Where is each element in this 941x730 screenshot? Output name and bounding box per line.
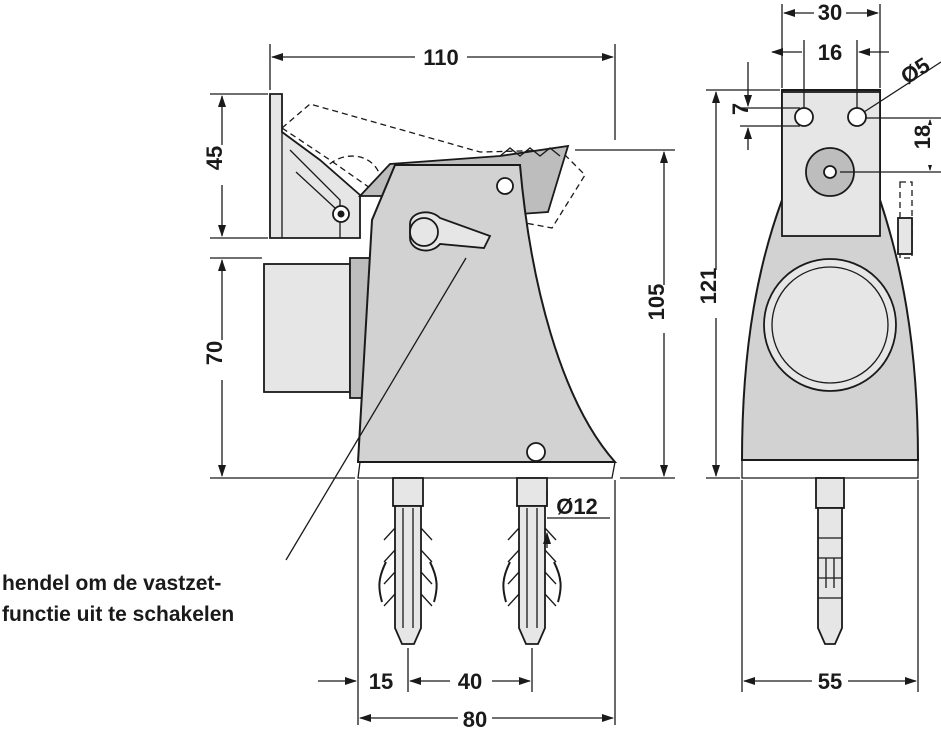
caption-line-1: hendel om de vastzet- xyxy=(2,572,222,595)
dim-7: 7 xyxy=(728,103,753,115)
dim-80: 80 xyxy=(463,707,487,730)
dimension-labels: 110 45 70 105 121 30 16 7 Ø5 18 Ø12 15 4… xyxy=(202,0,935,730)
door-stop-side-view xyxy=(263,93,618,479)
dim-15: 15 xyxy=(369,669,393,694)
dim-70: 70 xyxy=(202,341,227,365)
wall-plug-icon xyxy=(378,477,562,645)
door-stop-front-view xyxy=(740,89,920,645)
dim-121: 121 xyxy=(696,268,721,305)
dim-18: 18 xyxy=(910,125,935,149)
dim-45: 45 xyxy=(202,146,227,170)
mount-hole-left xyxy=(794,107,814,127)
mount-hole-right xyxy=(847,107,867,127)
body-hole-top xyxy=(496,177,514,195)
dimension-lines xyxy=(209,2,941,730)
dim-diameter-12: Ø12 xyxy=(556,494,598,519)
buffer-face xyxy=(763,258,897,392)
dim-diameter-5: Ø5 xyxy=(896,52,934,89)
dim-16: 16 xyxy=(818,40,842,65)
dim-30: 30 xyxy=(818,0,842,25)
dim-110: 110 xyxy=(423,45,459,70)
caption-line-2: functie uit te schakelen xyxy=(2,603,235,626)
handle-caption: hendel om de vastzet- functie uit te sch… xyxy=(2,568,234,630)
dim-105: 105 xyxy=(644,284,669,321)
dim-40: 40 xyxy=(458,669,482,694)
dim-55: 55 xyxy=(818,669,842,694)
rubber-buffer xyxy=(263,263,351,393)
main-body xyxy=(356,164,618,463)
body-hole-bottom xyxy=(526,442,546,462)
